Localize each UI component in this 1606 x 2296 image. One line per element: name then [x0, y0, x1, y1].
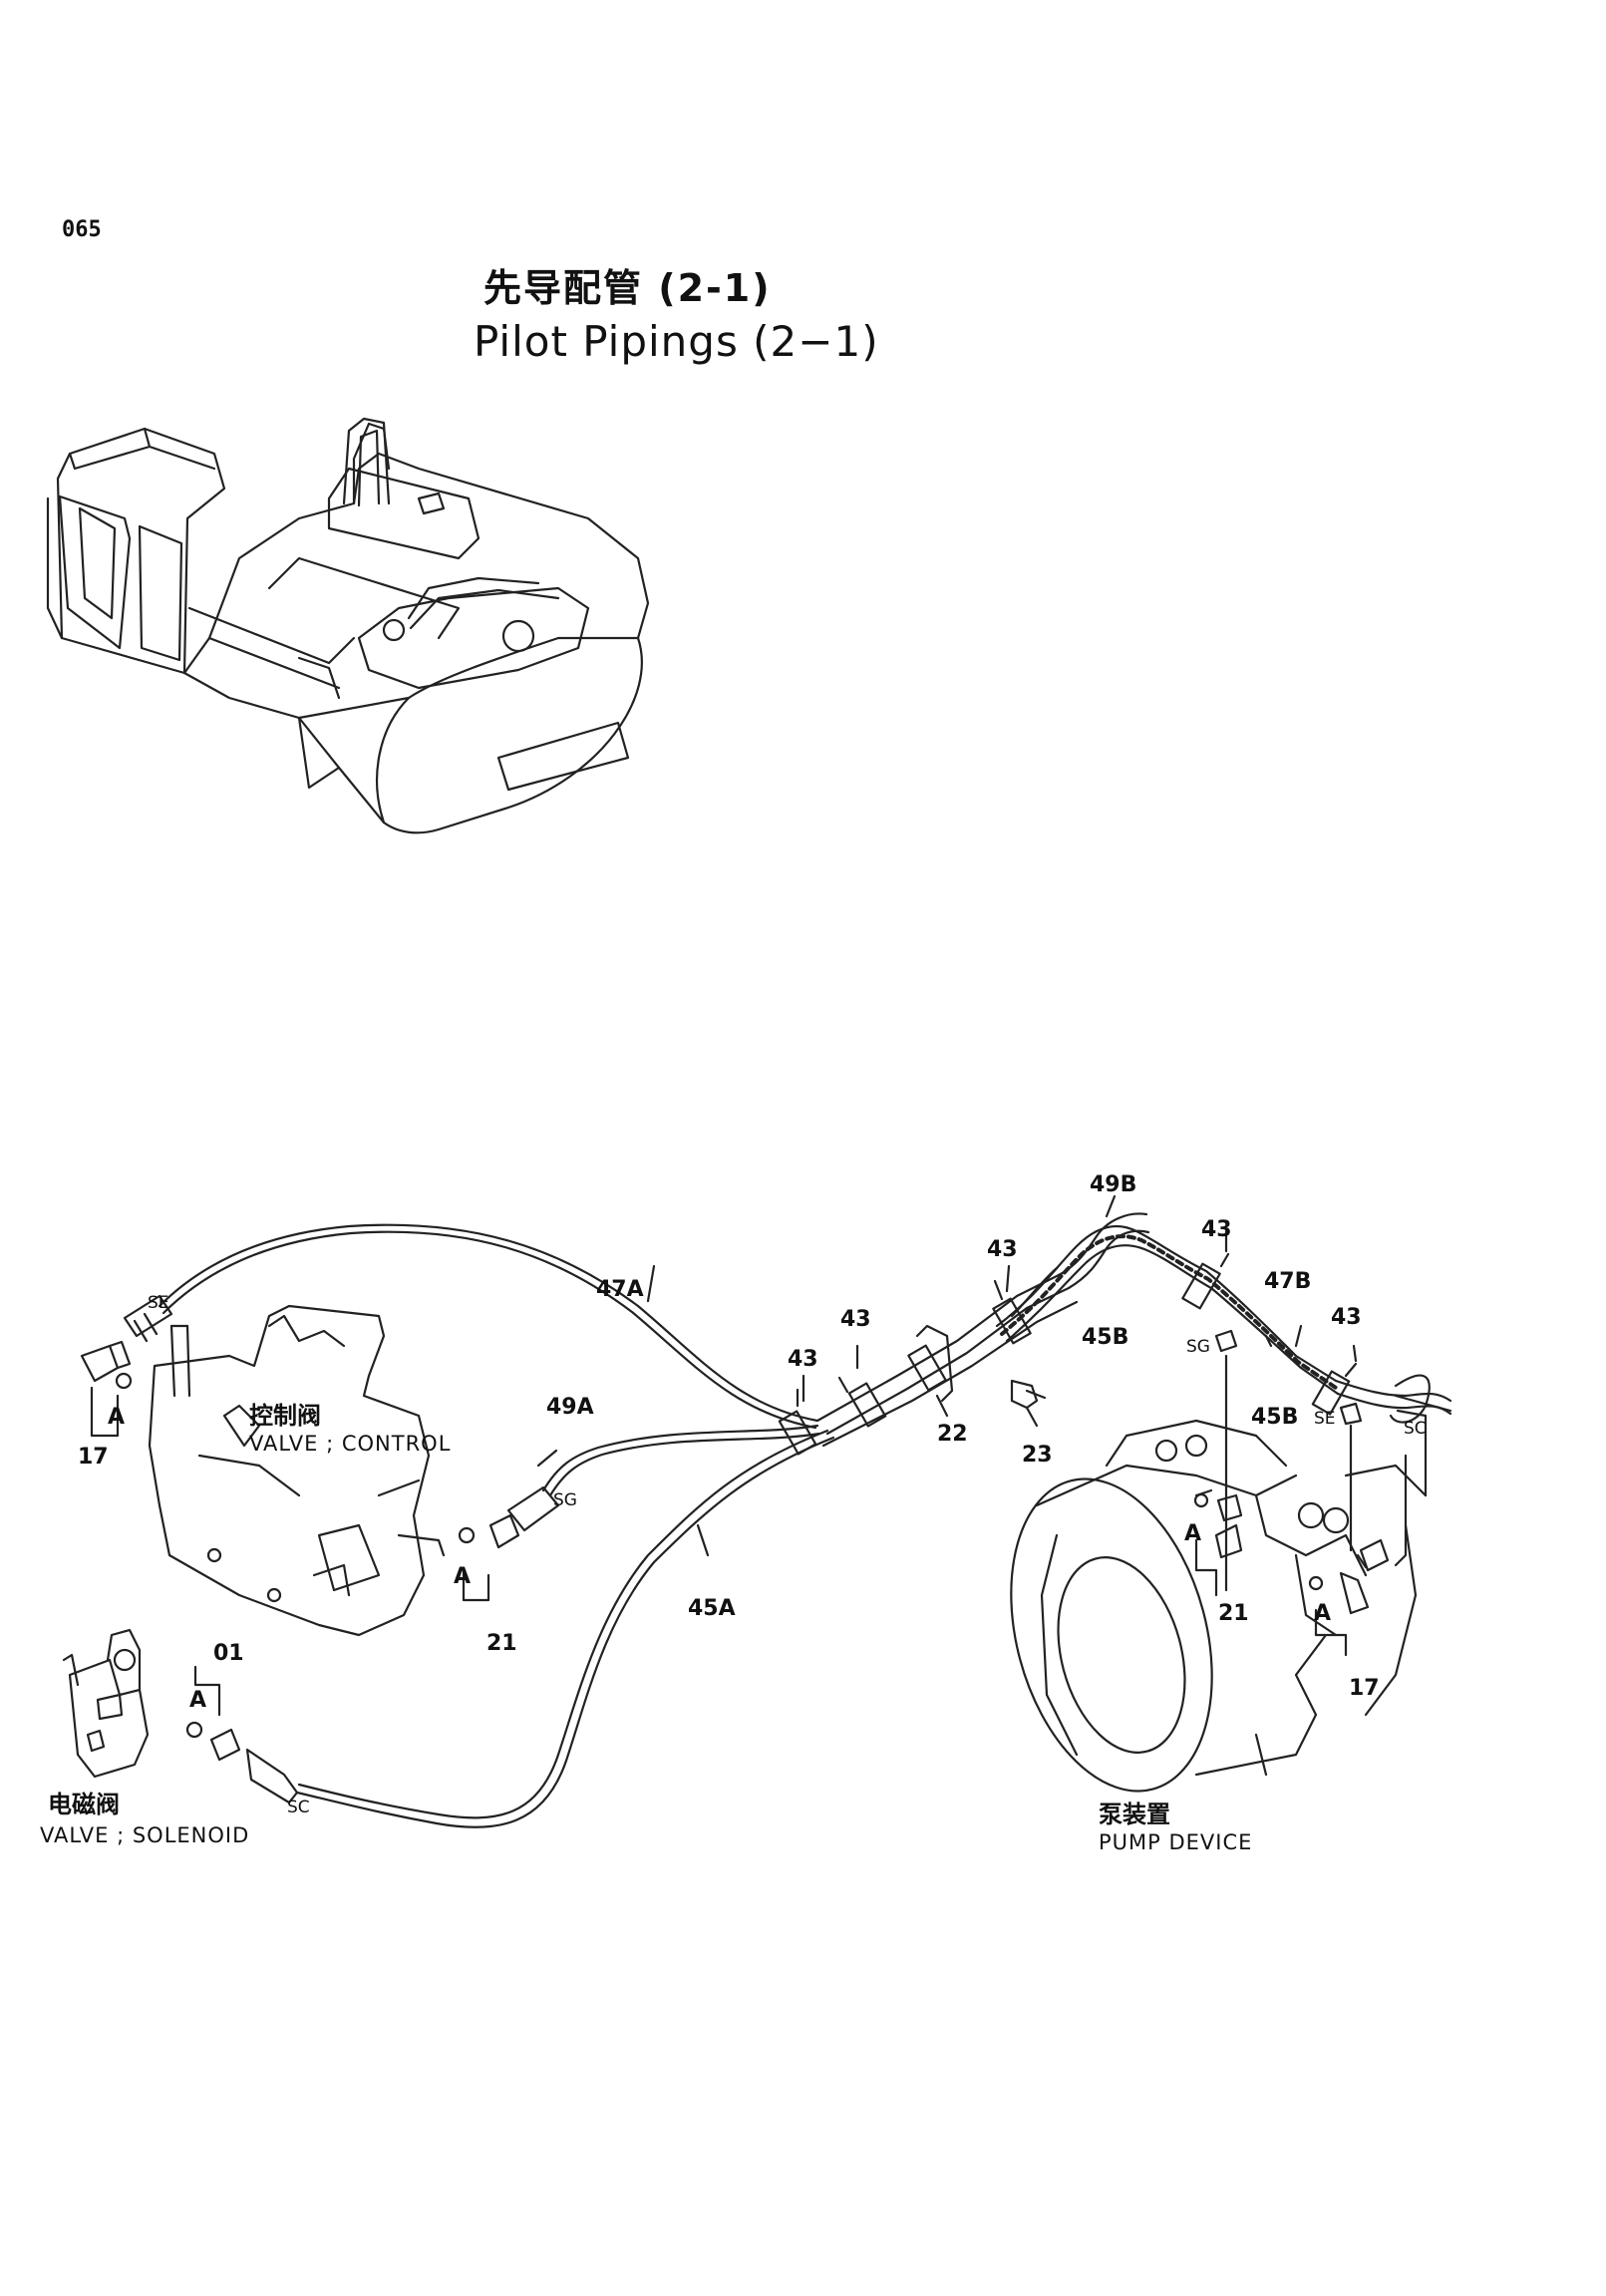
solenoid-valve-label-cn: 电磁阀 — [48, 1791, 120, 1818]
page-title-english: Pilot Pipings (2−1) — [474, 317, 879, 366]
callout-22: 22 — [937, 1422, 968, 1447]
callout-21: 21 — [486, 1631, 517, 1656]
callout-01: 01 — [213, 1641, 244, 1666]
port-label-se: SE — [148, 1293, 169, 1313]
pipe-47a — [158, 1223, 819, 1423]
port-label-sg: SG — [1186, 1337, 1210, 1357]
port-label-sg: SG — [553, 1490, 577, 1510]
pump-fittings — [1193, 1329, 1452, 1615]
port-label-a: A — [454, 1564, 471, 1589]
pump-device-label-cn: 泵装置 — [1099, 1801, 1170, 1828]
callout-49a: 49A — [546, 1395, 594, 1420]
page-number: 065 — [62, 217, 102, 242]
solenoid-valve-label-en: VALVE ; SOLENOID — [40, 1823, 249, 1847]
port-label-sc: SC — [1404, 1419, 1427, 1439]
control-valve-label-en: VALVE ; CONTROL — [249, 1432, 451, 1456]
control-valve-illustration — [148, 1304, 446, 1637]
port-label-a: A — [108, 1405, 125, 1430]
fitting-sc-solenoid — [185, 1721, 299, 1804]
callout-43: 43 — [840, 1307, 871, 1332]
pipe-clamps — [778, 1252, 1358, 1456]
hose-49b-45b — [995, 1224, 1340, 1396]
callout-49b: 49B — [1090, 1172, 1136, 1197]
callout-47b: 47B — [1264, 1269, 1311, 1294]
pipe-49a — [541, 1424, 819, 1492]
port-label-a: A — [1314, 1601, 1331, 1626]
port-label-sc: SC — [287, 1798, 310, 1817]
callout-43: 43 — [1201, 1217, 1232, 1242]
port-label-se: SE — [1314, 1409, 1336, 1429]
solenoid-valve-illustration — [62, 1628, 150, 1779]
callout-45a: 45A — [688, 1596, 736, 1621]
callout-43: 43 — [1331, 1305, 1362, 1330]
callout-45b: 45B — [1251, 1405, 1298, 1430]
pump-device-label-en: PUMP DEVICE — [1099, 1830, 1252, 1854]
port-label-a: A — [189, 1688, 206, 1713]
pipe-45a — [297, 1429, 829, 1819]
fitting-sg-control-valve — [458, 1485, 560, 1549]
page-title-chinese: 先导配管 (2-1) — [483, 266, 772, 310]
callout-45b: 45B — [1082, 1325, 1128, 1350]
control-valve-label-cn: 控制阀 — [249, 1402, 321, 1430]
fitting-se-left — [80, 1294, 173, 1390]
callout-43: 43 — [987, 1237, 1018, 1262]
excavator-overview-illustration — [46, 417, 650, 834]
bracket-22-and-bolt-23 — [915, 1324, 1047, 1410]
callout-47a: 47A — [596, 1277, 644, 1302]
port-label-a: A — [1184, 1521, 1201, 1546]
callout-21: 21 — [1218, 1601, 1249, 1626]
callout-17: 17 — [1349, 1676, 1380, 1701]
pump-device-illustration — [1010, 1419, 1428, 1793]
callout-17: 17 — [78, 1445, 109, 1470]
callout-43: 43 — [788, 1347, 818, 1372]
callout-23: 23 — [1022, 1443, 1053, 1468]
